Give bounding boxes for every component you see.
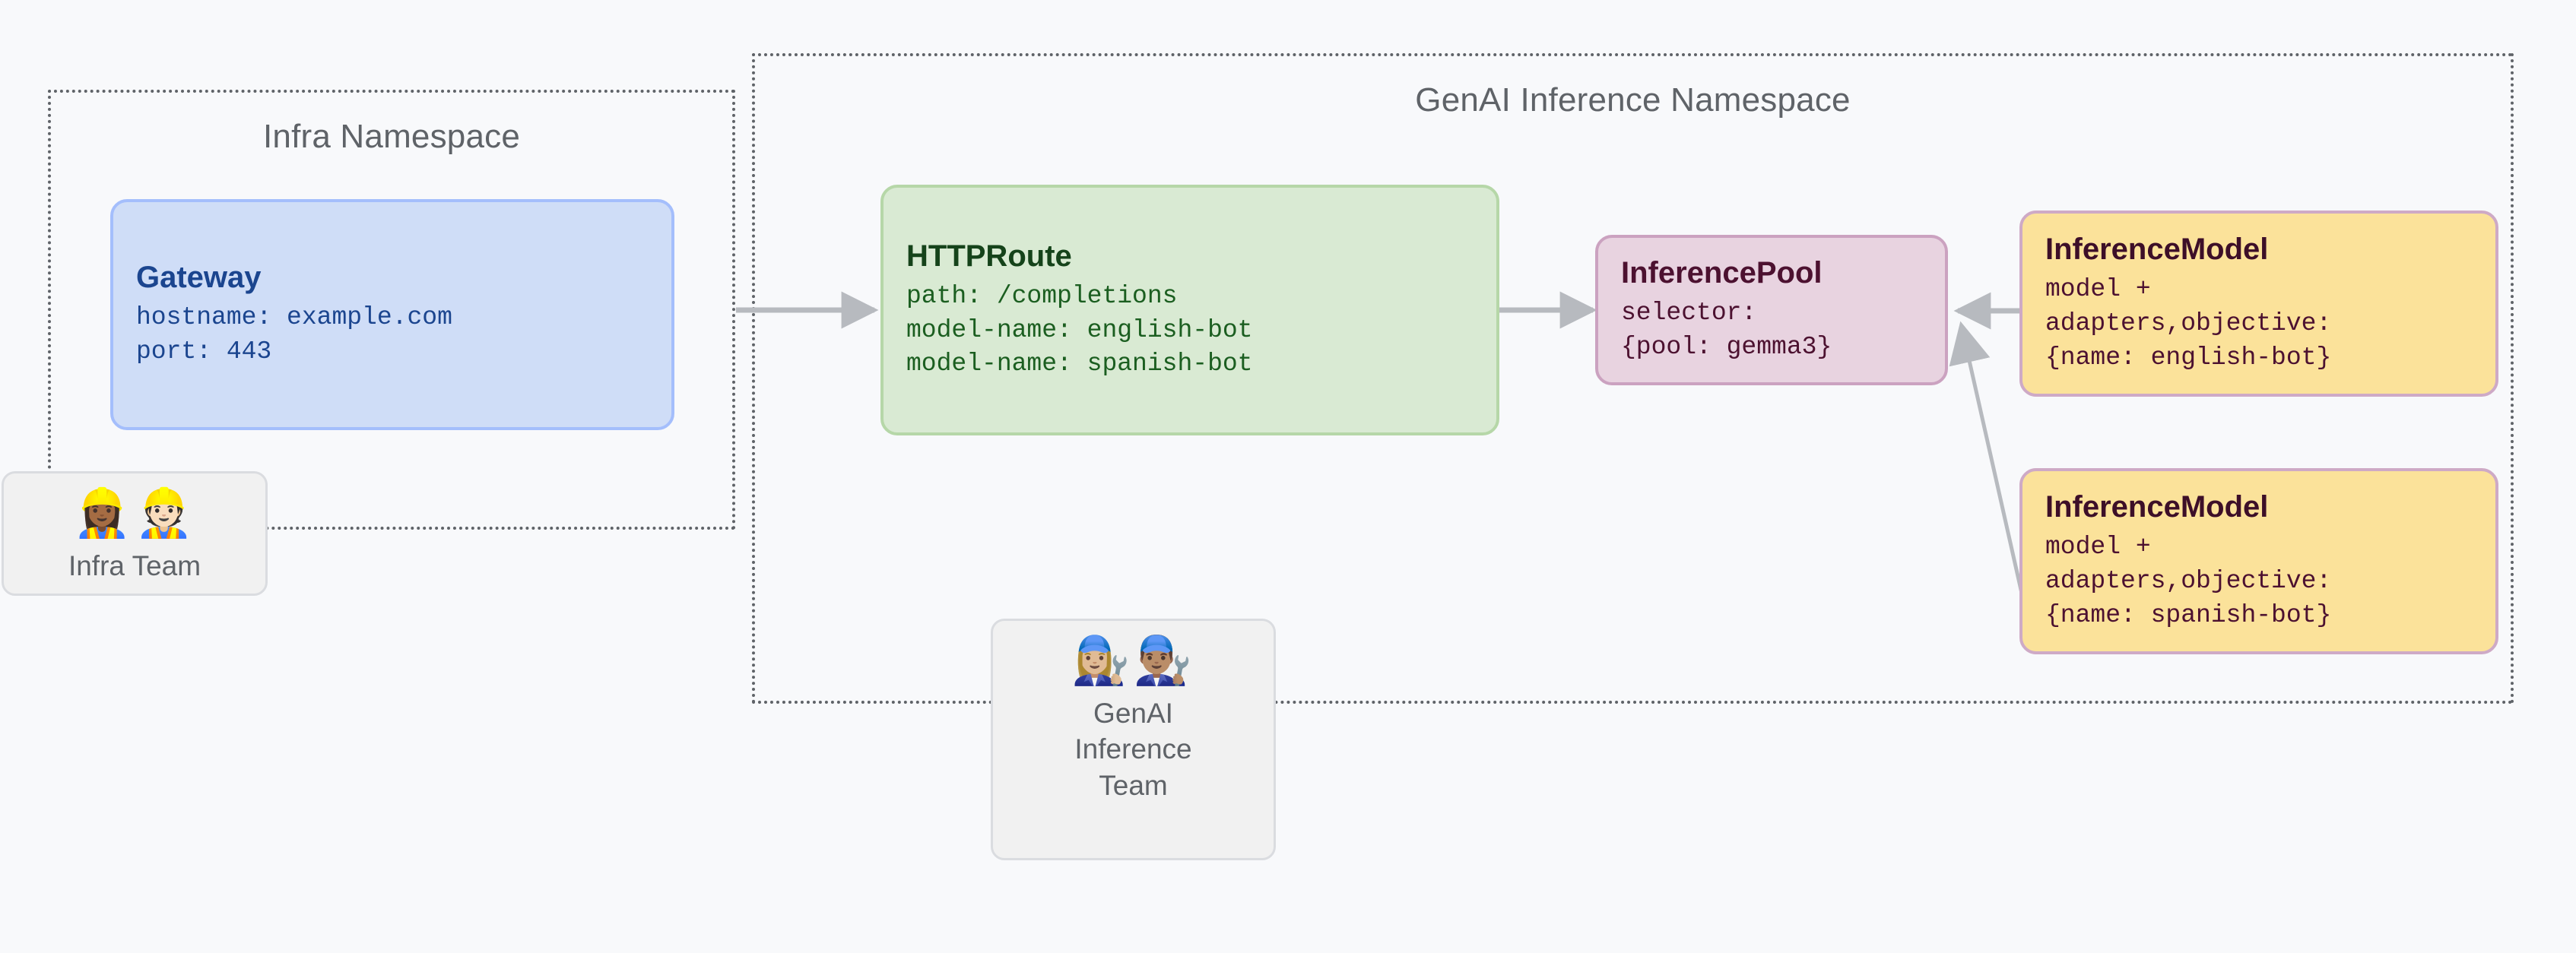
inferencemodel-spanish-line-1: model +	[2045, 533, 2151, 562]
gateway-title: Gateway	[136, 261, 262, 295]
inferencemodel-english-line-2: adapters,objective:	[2045, 309, 2332, 338]
gateway-port: port: 443	[136, 337, 272, 366]
gateway-card[interactable]: Gateway hostname: example.com port: 443	[110, 199, 674, 430]
inferencemodel-spanish-line-2: adapters,objective:	[2045, 567, 2332, 596]
httproute-card[interactable]: HTTPRoute path: /completions model-name:…	[880, 185, 1499, 435]
infra-namespace-boundary	[48, 90, 735, 530]
inferencemodel-english-line-1: model +	[2045, 275, 2151, 304]
httproute-title: HTTPRoute	[906, 239, 1072, 273]
infra-team-avatars: 👷🏾‍♀️👷🏻	[72, 487, 197, 540]
genai-namespace-boundary	[752, 53, 2514, 704]
infra-team-card[interactable]: 👷🏾‍♀️👷🏻 Infra Team	[2, 471, 268, 596]
inferencepool-card[interactable]: InferencePool selector: {pool: gemma3}	[1595, 235, 1948, 385]
inferencemodel-english-title: InferenceModel	[2045, 233, 2269, 267]
inferencepool-selector-key: selector:	[1621, 299, 1757, 328]
genai-namespace-title: GenAI Inference Namespace	[1415, 81, 1851, 119]
genai-team-card[interactable]: 👩🏼‍🔧👨🏽‍🔧 GenAI Inference Team	[991, 619, 1276, 860]
inferencemodel-spanish-line-3: {name: spanish-bot}	[2045, 600, 2332, 629]
inferencemodel-english-card[interactable]: InferenceModel model + adapters,objectiv…	[2019, 211, 2498, 397]
httproute-model-name-spanish: model-name: spanish-bot	[906, 350, 1253, 378]
inferencemodel-spanish-card[interactable]: InferenceModel model + adapters,objectiv…	[2019, 468, 2498, 654]
inferencepool-selector-value: {pool: gemma3}	[1621, 333, 1832, 361]
httproute-model-name-english: model-name: english-bot	[906, 315, 1253, 344]
inferencemodel-english-line-3: {name: english-bot}	[2045, 343, 2332, 372]
genai-team-avatars: 👩🏼‍🔧👨🏽‍🔧	[1071, 635, 1195, 687]
inferencepool-title: InferencePool	[1621, 256, 1823, 290]
gateway-hostname: hostname: example.com	[136, 303, 452, 332]
inferencemodel-spanish-title: InferenceModel	[2045, 490, 2269, 524]
genai-team-label: GenAI Inference Team	[1074, 698, 1192, 801]
httproute-path: path: /completions	[906, 281, 1178, 310]
infra-namespace-title: Infra Namespace	[262, 118, 521, 155]
infra-team-label: Infra Team	[68, 550, 201, 581]
